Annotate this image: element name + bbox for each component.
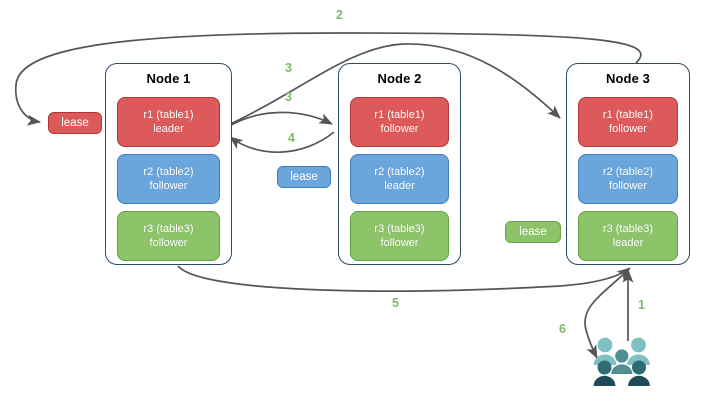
step-label-5: 5 <box>392 296 399 310</box>
lease-chip-node3[interactable]: lease <box>505 221 561 243</box>
step-label-2: 2 <box>336 8 343 22</box>
edge-step-3-node2 <box>225 111 333 129</box>
replica-role: leader <box>384 180 415 192</box>
replica-role: leader <box>612 237 644 249</box>
replica-name: r2 (table2) <box>374 166 425 178</box>
node-title: Node 3 <box>606 71 650 86</box>
replica-r1[interactable]: r1 (table1) leader <box>117 97 220 147</box>
step-label-4: 4 <box>288 131 295 145</box>
replica-role: follower <box>380 237 419 249</box>
replica-role: leader <box>153 123 184 135</box>
users-icon-svg <box>593 337 650 386</box>
replica-name: r3 (table3) <box>374 223 425 235</box>
replica-role: follower <box>609 180 647 192</box>
node-title: Node 2 <box>377 71 422 86</box>
replica-role: follower <box>149 180 188 192</box>
replica-r3[interactable]: r3 (table3) follower <box>117 211 220 261</box>
replica-name: r3 (table3) <box>602 223 654 235</box>
replica-name: r1 (table1) <box>374 109 425 121</box>
node-card-2[interactable]: Node 2 r1 (table1) follower r2 (table2) … <box>338 63 461 265</box>
replica-name: r2 (table2) <box>602 166 654 178</box>
lease-chip-node2[interactable]: lease <box>277 166 331 188</box>
edge-step-6 <box>584 271 627 359</box>
step-label-3-lower: 3 <box>285 90 292 104</box>
edge-step-3-node3 <box>225 43 561 127</box>
replica-name: r3 (table3) <box>143 223 194 235</box>
replica-name: r1 (table1) <box>602 109 654 121</box>
replica-r1[interactable]: r1 (table1) follower <box>578 97 678 147</box>
node-card-3[interactable]: Node 3 r1 (table1) follower r2 (table2) … <box>566 63 690 265</box>
edge-step-5 <box>177 265 631 292</box>
replica-r2[interactable]: r2 (table2) follower <box>578 154 678 204</box>
edge-step-4 <box>229 131 335 153</box>
lease-chip-node1[interactable]: lease <box>48 112 102 134</box>
step-label-1: 1 <box>638 298 645 312</box>
step-label-3-upper: 3 <box>285 61 292 75</box>
edge-step-2 <box>15 32 642 126</box>
replica-r2[interactable]: r2 (table2) leader <box>350 154 449 204</box>
replica-r3[interactable]: r3 (table3) leader <box>578 211 678 261</box>
node-card-1[interactable]: Node 1 r1 (table1) leader r2 (table2) fo… <box>105 63 232 265</box>
replica-role: follower <box>609 123 647 135</box>
replica-role: follower <box>149 237 188 249</box>
replica-r3[interactable]: r3 (table3) follower <box>350 211 449 261</box>
replica-role: follower <box>380 123 419 135</box>
replica-name: r1 (table1) <box>143 109 194 121</box>
replica-name: r2 (table2) <box>143 166 194 178</box>
step-label-6: 6 <box>559 322 566 336</box>
users-group-icon <box>591 336 653 390</box>
node-title: Node 1 <box>146 71 191 86</box>
replica-r1[interactable]: r1 (table1) follower <box>350 97 449 147</box>
replica-r2[interactable]: r2 (table2) follower <box>117 154 220 204</box>
